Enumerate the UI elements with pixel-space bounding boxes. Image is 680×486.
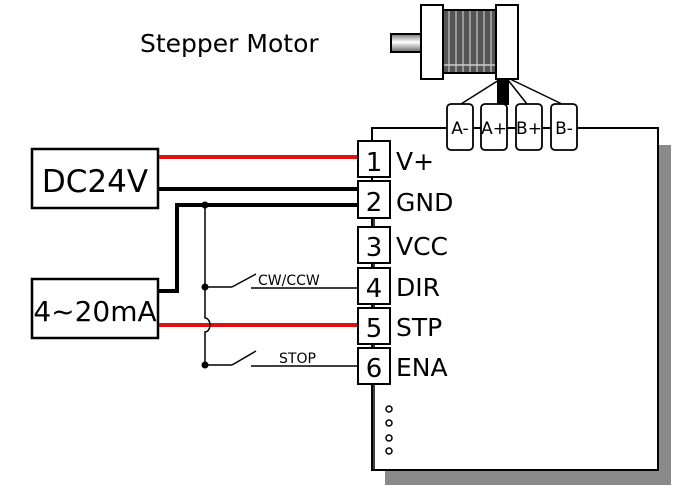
terminal-a-plus: A+ [480,103,508,151]
svg-text:STP: STP [396,313,442,342]
motor-cable [497,79,509,105]
motor-front-flange [420,4,444,80]
motor-shaft [390,33,423,53]
motor-terminals: A- A+ B+ B- [446,103,578,151]
wire-current-loop-ground [159,203,357,293]
dc24v-label: DC24V [42,164,148,200]
terminal-b-minus: B- [550,103,578,151]
pin-6: 6 ENA [357,347,448,385]
stop-switch-label: STOP [279,351,316,367]
svg-text:2: 2 [366,188,383,218]
svg-text:4: 4 [366,274,383,304]
svg-text:VCC: VCC [396,232,448,261]
wire-switch-common [204,205,211,365]
svg-text:ENA: ENA [396,353,448,382]
svg-text:B+: B+ [516,119,542,139]
svg-text:A-: A- [451,119,468,139]
junction-dot [201,201,209,209]
svg-text:DIR: DIR [396,273,440,302]
current-loop-source: 4~20mA [30,277,160,340]
pin-2: 2 GND [357,180,453,219]
stepper-motor-icon [390,4,563,105]
pin-4: 4 DIR [357,267,440,305]
svg-text:5: 5 [366,314,383,344]
svg-text:1: 1 [366,148,383,178]
terminal-a-minus: A- [446,103,474,151]
svg-text:GND: GND [396,188,453,217]
direction-switch-label: CW/CCW [258,273,320,289]
motor-label: Stepper Motor [140,29,319,58]
current-loop-label: 4~20mA [33,295,156,328]
pin-3: 3 VCC [357,226,448,264]
more-pins-ellipsis-icon [385,405,393,455]
svg-text:A+: A+ [481,119,507,139]
terminal-b-plus: B+ [515,103,543,151]
dc24v-source: DC24V [30,147,160,210]
direction-switch: CW/CCW [205,273,357,289]
pin-1: 1 V+ [357,140,434,178]
svg-text:V+: V+ [396,147,434,176]
motor-rear-flange [495,4,519,80]
pin-5: 5 STP [357,307,442,345]
svg-text:B-: B- [555,119,573,139]
svg-text:6: 6 [366,354,383,384]
svg-text:3: 3 [366,233,383,263]
driver-box [371,127,659,471]
stop-switch: STOP [205,350,357,367]
